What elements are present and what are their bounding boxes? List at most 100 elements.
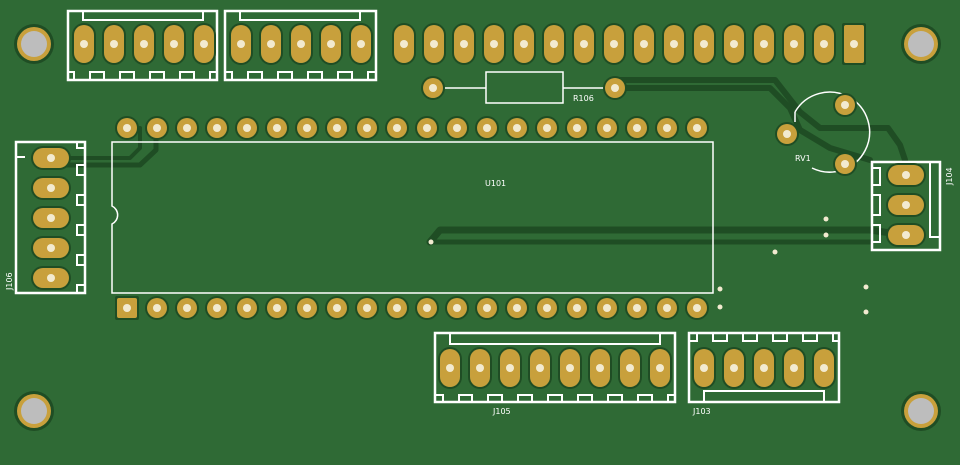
pad [31,206,71,230]
pad [415,296,439,320]
pad [392,23,416,65]
ic-u101: U101 [111,141,714,294]
pad [886,193,926,217]
pad [31,146,71,170]
pad [565,116,589,140]
pad [528,347,552,389]
pad [205,296,229,320]
pad [625,116,649,140]
pad [648,347,672,389]
connector-j106: J106 [5,140,87,295]
pad [775,122,799,146]
pad [542,23,566,65]
pad [162,23,186,65]
pad [355,116,379,140]
rv1-label: RV1 [795,154,811,163]
pad [833,152,857,176]
pad [812,23,836,65]
pad [602,23,626,65]
pad [535,116,559,140]
j103-label: J103 [692,407,711,416]
pad [565,296,589,320]
connector-top-left-1 [66,9,219,82]
potentiometer-rv1: RV1 [775,91,871,176]
via [772,249,778,255]
pad [595,116,619,140]
r106-label: R106 [573,94,594,103]
pad [752,23,776,65]
pad [722,347,746,389]
via [717,304,723,310]
pad [319,23,343,65]
pad [235,296,259,320]
pad [655,296,679,320]
pad [229,23,253,65]
pad [572,23,596,65]
pad [145,116,169,140]
pad [625,296,649,320]
pad [558,347,582,389]
via [823,232,829,238]
pad [722,23,746,65]
pin-1-pad [115,296,139,320]
pad [655,116,679,140]
pad [415,116,439,140]
pad [265,296,289,320]
pad [438,347,462,389]
pad [685,116,709,140]
mounting-hole [901,24,941,64]
pad [102,23,126,65]
j105-label: J105 [492,407,511,416]
j105-pads [438,347,672,389]
ic-pins-top [115,116,709,140]
pad [445,116,469,140]
pin-1-pad [842,23,866,65]
via [863,309,869,315]
pad [145,296,169,320]
connector-j105: J105 [433,331,677,416]
pad [235,116,259,140]
pad [632,23,656,65]
pad [205,116,229,140]
mounting-holes [14,24,941,431]
pad [752,347,776,389]
pad [603,76,627,100]
pad [475,116,499,140]
pad [618,347,642,389]
connector-j104: J104 [870,160,954,252]
pad [662,23,686,65]
pad [692,23,716,65]
pad [259,23,283,65]
pad [475,296,499,320]
via [863,284,869,290]
pad [175,116,199,140]
pad [31,236,71,260]
j106-label: J106 [5,272,14,291]
j104-pads [886,163,926,247]
pad [886,223,926,247]
pad [295,116,319,140]
pad [468,347,492,389]
pad [512,23,536,65]
pad [595,296,619,320]
pad [265,116,289,140]
pin-header-top [392,23,866,65]
pad [505,116,529,140]
j103-pads [692,347,836,389]
pad [535,296,559,320]
pad [31,266,71,290]
pad [445,296,469,320]
pad [175,296,199,320]
mounting-hole [901,391,941,431]
via [428,239,434,245]
pad [833,93,857,117]
pad [588,347,612,389]
pad [115,116,139,140]
pad [192,23,216,65]
pad [385,296,409,320]
pad [421,76,445,100]
pad [498,347,522,389]
connector-j103: J103 [687,331,841,416]
ic-pins-bottom [115,296,709,320]
